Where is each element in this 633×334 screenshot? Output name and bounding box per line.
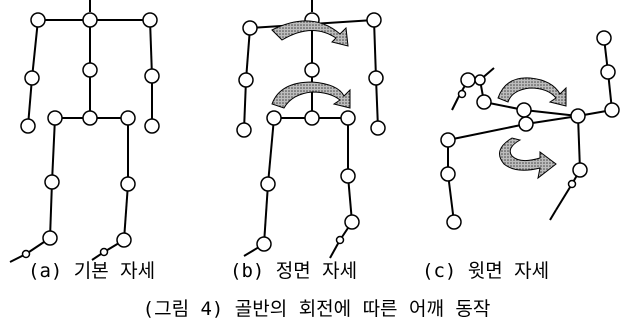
rotation-arrow-icon <box>497 77 567 107</box>
panel-a-joints <box>20 12 160 259</box>
panel-a-caption: (a) 기본 자세 <box>28 260 156 282</box>
rotation-arrow-icon <box>271 20 349 47</box>
panel-c-joints <box>440 30 620 230</box>
panel-b-joints <box>236 12 386 252</box>
figure-caption: (그림 4) 골반의 회전에 따른 어깨 동작 <box>142 298 491 320</box>
rotation-arrow-icon <box>499 137 557 180</box>
rotation-arrow-icon <box>271 81 351 109</box>
panel-b-caption: (b) 정면 자세 <box>230 260 358 282</box>
panel-c-caption: (c) 윗면 자세 <box>422 260 550 282</box>
panel-b-frontal-posture-skeleton <box>243 0 379 259</box>
